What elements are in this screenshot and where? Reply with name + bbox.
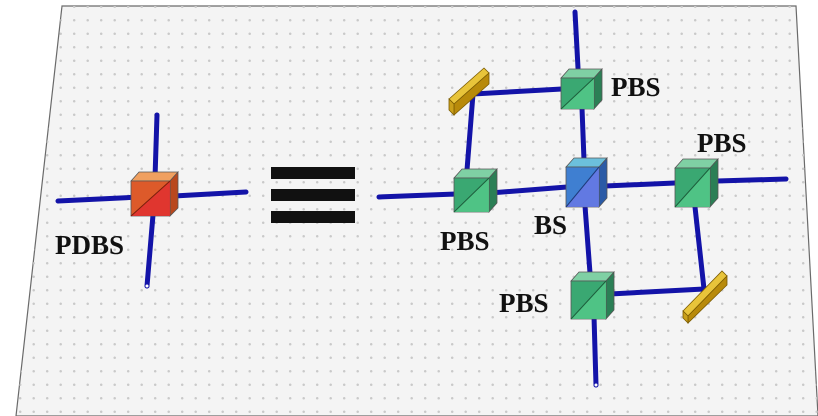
bs-label: BS <box>534 210 567 240</box>
equivalence-sign <box>271 167 355 223</box>
pbs-cube-left <box>453 167 498 214</box>
pbs-right-label: PBS <box>697 128 747 158</box>
mirror-top-left <box>448 67 490 116</box>
pbs-cube-bottom <box>570 270 615 321</box>
pdbs-cube <box>130 170 179 217</box>
pbs-cube-top <box>560 67 603 111</box>
mirror-bottom-right <box>682 270 728 324</box>
pbs-left-label: PBS <box>440 226 490 256</box>
pbs-cube-right <box>674 157 719 209</box>
pdbs-beams <box>55 112 249 289</box>
bs-cube <box>565 156 608 209</box>
pbs-top-label: PBS <box>611 72 661 102</box>
pdbs-label: PDBS <box>55 230 124 260</box>
pbs-bottom-label: PBS <box>499 288 549 318</box>
beam-end-marker <box>593 382 599 388</box>
pdbs-assembly <box>55 112 249 289</box>
interferometer-beams <box>376 9 789 388</box>
